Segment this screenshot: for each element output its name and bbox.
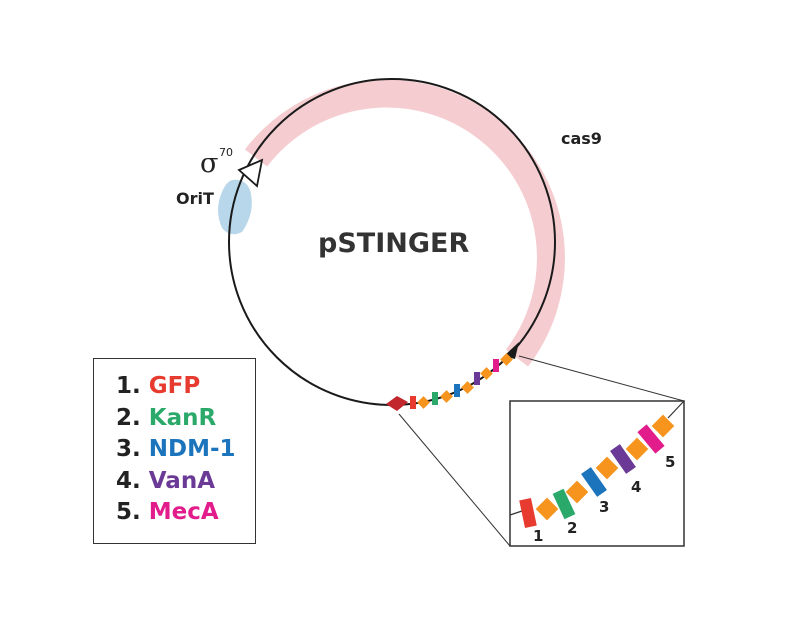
inset-number-2: 2 — [567, 519, 577, 537]
inset-spacer-vana — [610, 444, 636, 474]
array-spacer-meca — [493, 359, 499, 372]
cas9-label: cas9 — [561, 129, 602, 148]
legend-gene-name: VanA — [148, 467, 216, 494]
zoom-line-lower — [398, 413, 511, 547]
sigma-superscript: 70 — [219, 146, 233, 159]
inset-number-3: 3 — [599, 498, 609, 516]
sigma70-promoter-arrow — [237, 158, 264, 188]
legend-item-kanr: 2. KanR — [116, 403, 255, 435]
inset-repeat — [595, 456, 619, 480]
legend-list: 1. GFP 2. KanR 3. NDM-1 4. VanA 5. MecA — [94, 359, 255, 529]
array-repeat — [440, 390, 453, 403]
inset-repeat — [651, 414, 675, 438]
inset-number-5: 5 — [665, 453, 675, 471]
array-spacer-ndm1 — [454, 384, 460, 397]
cas9-band — [244, 79, 565, 367]
inset-spacer-ndm1 — [581, 467, 607, 497]
zoom-line-upper — [518, 355, 685, 402]
array-repeat — [417, 396, 430, 409]
inset-spacer-kanr — [552, 488, 576, 520]
legend-gene-name: GFP — [148, 373, 201, 399]
plasmid-name: pSTINGER — [318, 228, 469, 259]
crispr-array — [386, 353, 513, 411]
orit-label: OriT — [176, 189, 214, 208]
legend-box: 1. GFP 2. KanR 3. NDM-1 4. VanA 5. MecA — [93, 358, 256, 544]
array-spacer-gfp — [410, 396, 416, 409]
orit-band — [218, 179, 252, 235]
legend-item-vana: 4. VanA — [116, 466, 255, 498]
legend-number: 3. — [116, 436, 141, 462]
legend-gene-name: KanR — [148, 404, 217, 431]
inset-repeat — [625, 437, 649, 461]
legend-number: 2. — [116, 404, 141, 431]
array-spacer-vana — [474, 372, 480, 385]
inset-number-4: 4 — [631, 478, 641, 496]
inset-spacer-gfp — [519, 498, 537, 528]
inset-backbone — [509, 510, 523, 516]
legend-gene-name: MecA — [148, 499, 219, 525]
legend-item-gfp: 1. GFP — [116, 371, 255, 403]
legend-number: 4. — [116, 467, 141, 494]
legend-number: 1. — [116, 373, 141, 399]
array-repeat — [500, 353, 513, 366]
array-repeat — [461, 381, 474, 394]
legend-item-meca: 5. MecA — [116, 497, 255, 529]
array-repeat — [480, 367, 493, 380]
inset-spacer-meca — [637, 424, 665, 454]
terminator-mark — [386, 396, 408, 411]
legend-number: 5. — [116, 499, 141, 525]
inset-array — [509, 400, 685, 528]
array-spacer-kanr — [432, 392, 438, 405]
sigma-symbol: σ — [200, 148, 218, 179]
inset-backbone-end — [667, 400, 685, 419]
inset-number-1: 1 — [533, 527, 543, 545]
inset-repeat — [535, 497, 559, 521]
legend-gene-name: NDM-1 — [148, 436, 236, 462]
legend-item-ndm1: 3. NDM-1 — [116, 434, 255, 466]
inset-repeat — [565, 480, 589, 504]
